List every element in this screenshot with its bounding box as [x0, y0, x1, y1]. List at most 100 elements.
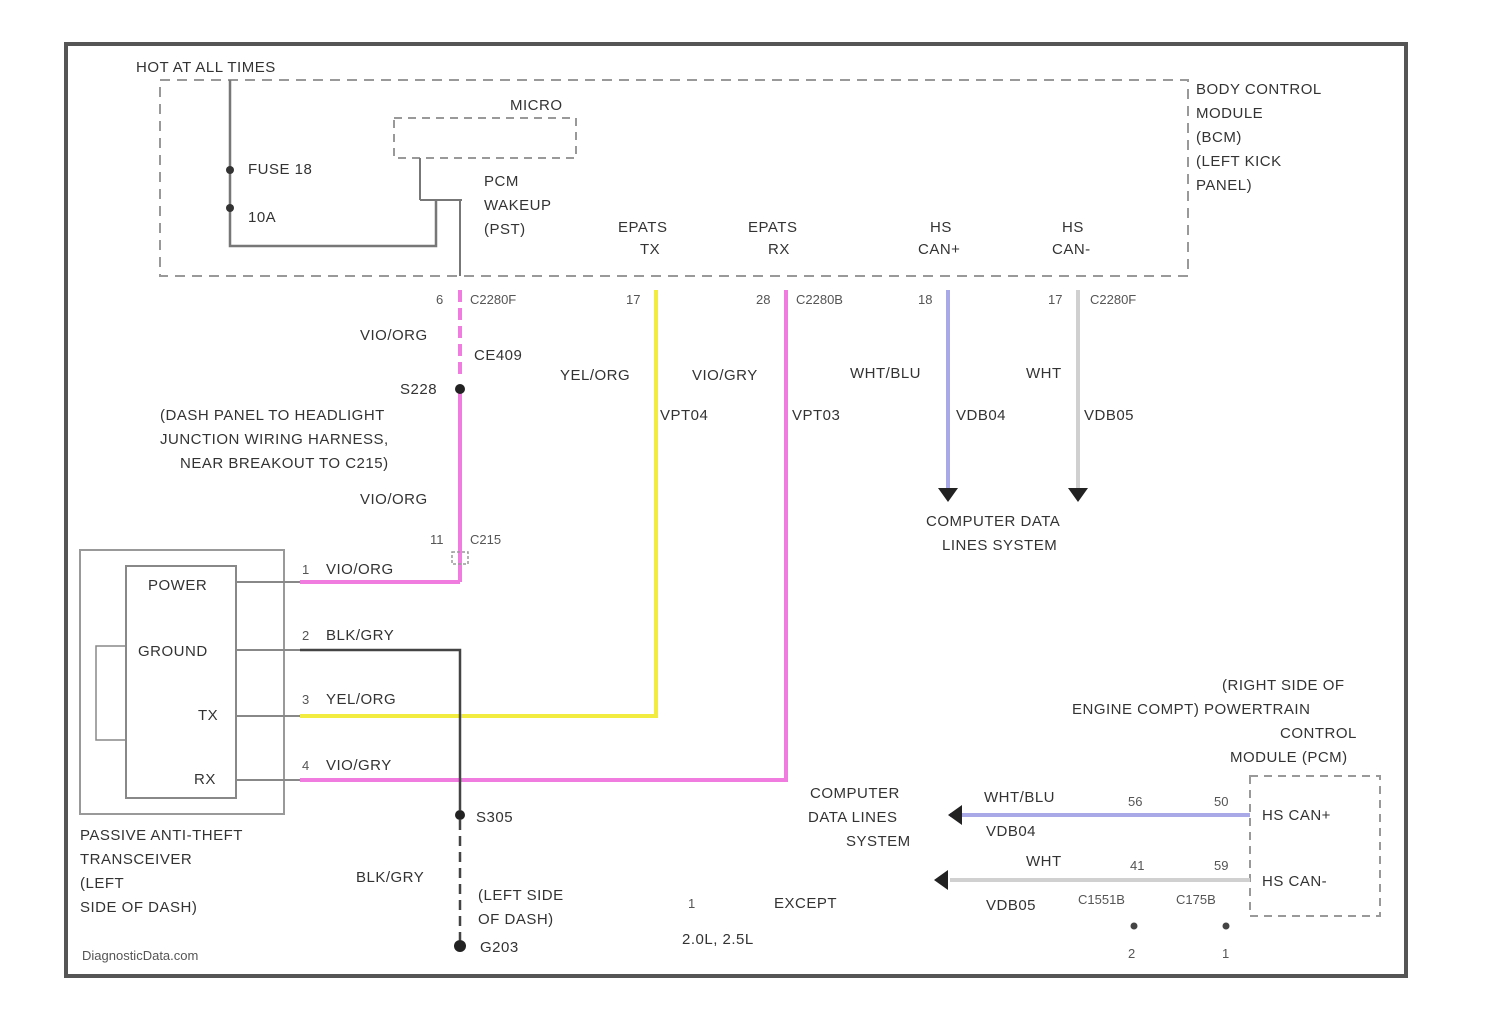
pcm-connector-b-num: 1 — [1222, 946, 1229, 961]
svg-text:EPATS: EPATS — [618, 219, 667, 236]
svg-text:HS: HS — [1062, 219, 1084, 236]
pats-pin4-color: VIO/GRY — [326, 757, 392, 774]
pats-coil — [96, 646, 126, 740]
svg-text:SYSTEM: SYSTEM — [846, 833, 911, 850]
pcm-connector-b: C175B — [1176, 892, 1216, 907]
can-minus-wire-circuit: VDB05 — [1084, 407, 1134, 424]
ground-wire-color: BLK/GRY — [356, 869, 424, 886]
rx-wire-circuit: VPT03 — [792, 407, 840, 424]
svg-text:PANEL): PANEL) — [1196, 177, 1252, 194]
pats-pin4-num: 4 — [302, 758, 309, 773]
pats-pin2-num: 2 — [302, 628, 309, 643]
bcm-pin-epats-rx-label: EPATS RX — [748, 219, 797, 258]
svg-text:OF DASH): OF DASH) — [478, 911, 554, 928]
svg-text:(LEFT SIDE: (LEFT SIDE — [478, 887, 564, 904]
watermark: DiagnosticData.com — [82, 948, 198, 963]
bcm-pin-num-1: 6 — [436, 292, 443, 307]
pcm-can-plus-arrow — [948, 805, 962, 825]
pcm-can-minus-pin-a: 41 — [1130, 858, 1144, 873]
bcm-pin-hs-can-plus-label: HS CAN+ — [918, 219, 960, 258]
pats-inner-box — [126, 566, 236, 798]
hot-at-all-times-label: HOT AT ALL TIMES — [136, 59, 276, 76]
can-minus-arrow — [1068, 488, 1088, 502]
ground-desc: (LEFT SIDE OF DASH) — [478, 887, 564, 928]
bcm-pin-num-5: 17 — [1048, 292, 1062, 307]
svg-text:JUNCTION WIRING HARNESS,: JUNCTION WIRING HARNESS, — [160, 431, 389, 448]
pcm-can-plus-pin-a: 56 — [1128, 794, 1142, 809]
pcm-can-plus-circuit: VDB04 — [986, 823, 1036, 840]
svg-text:MODULE (PCM): MODULE (PCM) — [1230, 749, 1348, 766]
pcm-can-minus-pin-b: 59 — [1214, 858, 1228, 873]
bcm-connector-c2280f-a: C2280F — [470, 292, 516, 307]
svg-text:PCM: PCM — [484, 173, 519, 190]
svg-text:CAN+: CAN+ — [918, 241, 960, 258]
svg-text:NEAR BREAKOUT TO C215): NEAR BREAKOUT TO C215) — [180, 455, 389, 472]
splice-s305-dot — [455, 810, 465, 820]
pcm-can-minus-color: WHT — [1026, 853, 1062, 870]
power-wire-color: VIO/ORG — [360, 327, 428, 344]
svg-text:WAKEUP: WAKEUP — [484, 197, 551, 214]
bcm-name: BODY CONTROL MODULE (BCM) (LEFT KICK PAN… — [1196, 81, 1322, 194]
svg-text:ENGINE COMPT) POWERTRAIN: ENGINE COMPT) POWERTRAIN — [1072, 701, 1310, 718]
fuse-terminal-top — [226, 166, 234, 174]
pcm-connector-a-num: 2 — [1128, 946, 1135, 961]
svg-text:LINES SYSTEM: LINES SYSTEM — [942, 537, 1057, 554]
svg-text:CONTROL: CONTROL — [1280, 725, 1357, 742]
svg-text:PASSIVE ANTI-THEFT: PASSIVE ANTI-THEFT — [80, 827, 243, 844]
svg-text:(DASH PANEL TO HEADLIGHT: (DASH PANEL TO HEADLIGHT — [160, 407, 385, 424]
bcm-connector-c2280f-b: C2280F — [1090, 292, 1136, 307]
rx-wire-color: VIO/GRY — [692, 367, 758, 384]
ground-point-label: G203 — [480, 939, 519, 956]
splice-s228-label: S228 — [400, 381, 437, 398]
pcm-can-plus-pin-b: 50 — [1214, 794, 1228, 809]
pats-power-label: POWER — [148, 577, 207, 594]
svg-text:(LEFT KICK: (LEFT KICK — [1196, 153, 1282, 170]
ground-g203-dot — [454, 940, 466, 952]
svg-text:TX: TX — [640, 241, 660, 258]
svg-text:MODULE: MODULE — [1196, 105, 1263, 122]
pats-pin1-color: VIO/ORG — [326, 561, 394, 578]
pats-tx-label: TX — [198, 707, 218, 724]
bcm-connector-c2280b: C2280B — [796, 292, 843, 307]
svg-text:(PST): (PST) — [484, 221, 526, 238]
bcm-pin-epats-tx-label: EPATS TX — [618, 219, 667, 258]
splice-s228-desc: (DASH PANEL TO HEADLIGHT JUNCTION WIRING… — [160, 407, 389, 472]
fuse-label: FUSE 18 — [248, 161, 312, 178]
can-plus-arrow — [938, 488, 958, 502]
svg-text:CAN-: CAN- — [1052, 241, 1091, 258]
splice-s305-label: S305 — [476, 809, 513, 826]
can-minus-wire-color: WHT — [1026, 365, 1062, 382]
pcm-connector-b-dot — [1223, 923, 1230, 930]
pats-rx-label: RX — [194, 771, 216, 788]
ground-wire — [300, 650, 460, 810]
pats-pin3-num: 3 — [302, 692, 309, 707]
fuse-amps: 10A — [248, 209, 276, 226]
tx-wire-circuit: VPT04 — [660, 407, 708, 424]
pats-ground-label: GROUND — [138, 643, 208, 660]
computer-data-lines-label: COMPUTER DATA LINES SYSTEM — [926, 513, 1060, 554]
bcm-pin-num-2: 17 — [626, 292, 640, 307]
micro-label: MICRO — [510, 97, 563, 114]
bcm-pin-hs-can-minus-label: HS CAN- — [1052, 219, 1091, 258]
svg-text:SIDE OF DASH): SIDE OF DASH) — [80, 899, 197, 916]
fuse-terminal-bottom — [226, 204, 234, 212]
pats-name: PASSIVE ANTI-THEFT TRANSCEIVER (LEFT SID… — [80, 827, 243, 916]
pcm-connector-a-dot — [1131, 923, 1138, 930]
pcm-can-plus-color: WHT/BLU — [984, 789, 1055, 806]
pcm-name: (RIGHT SIDE OF ENGINE COMPT) POWERTRAIN … — [1072, 677, 1357, 766]
pcm-can-plus-label: HS CAN+ — [1262, 807, 1331, 824]
pcm-computer-data-lines-label: COMPUTER DATA LINES SYSTEM — [808, 785, 911, 850]
pats-pin3-color: YEL/ORG — [326, 691, 396, 708]
bcm-pin-num-3: 28 — [756, 292, 770, 307]
note-text: EXCEPT — [774, 895, 837, 912]
power-wire-color-2: VIO/ORG — [360, 491, 428, 508]
svg-text:HS: HS — [930, 219, 952, 236]
svg-text:BODY CONTROL: BODY CONTROL — [1196, 81, 1322, 98]
svg-text:(BCM): (BCM) — [1196, 129, 1242, 146]
note-marker: 1 — [688, 896, 695, 911]
c215-pin-num: 11 — [430, 532, 444, 547]
svg-text:DATA LINES: DATA LINES — [808, 809, 897, 826]
pcm-connector-a: C1551B — [1078, 892, 1125, 907]
can-plus-wire-color: WHT/BLU — [850, 365, 921, 382]
